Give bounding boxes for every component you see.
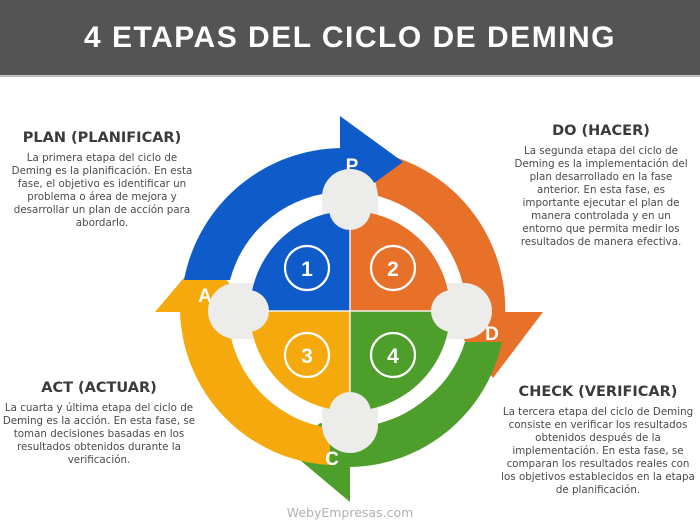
page-title: 4 ETAPAS DEL CICLO DE DEMING: [83, 20, 617, 54]
connectors: [208, 169, 492, 453]
quadrant-3: [250, 311, 350, 411]
letter-a: A: [198, 286, 212, 307]
act-description: La cuarta y última etapa del ciclo de De…: [2, 402, 196, 466]
letter-c: C: [325, 449, 339, 470]
quadrants: [250, 211, 450, 411]
plan-title: PLAN (PLANIFICAR): [22, 130, 182, 146]
plan-block: PLAN (PLANIFICAR) La primera etapa del c…: [8, 130, 196, 230]
number-4: 4: [387, 345, 399, 368]
number-1: 1: [301, 258, 313, 281]
do-block: DO (HACER) La segunda etapa del ciclo de…: [510, 123, 692, 249]
act-block: ACT (ACTUAR) La cuarta y última etapa de…: [2, 380, 196, 467]
check-description: La tercera etapa del ciclo de Deming con…: [501, 406, 695, 496]
act-title: ACT (ACTUAR): [41, 380, 157, 396]
do-description: La segunda etapa del ciclo de Deming es …: [514, 145, 688, 248]
check-block: CHECK (VERIFICAR) La tercera etapa del c…: [500, 384, 696, 497]
quadrant-4: [350, 311, 450, 411]
letter-d: D: [485, 324, 499, 345]
quadrant-2: [350, 211, 450, 311]
plan-description: La primera etapa del ciclo de Deming es …: [11, 152, 193, 229]
title-banner: 4 ETAPAS DEL CICLO DE DEMING: [0, 0, 700, 77]
number-2: 2: [387, 258, 399, 281]
source-credit: WebyEmpresas.com: [286, 505, 414, 520]
check-title: CHECK (VERIFICAR): [518, 384, 678, 400]
do-title: DO (HACER): [552, 123, 650, 139]
quadrant-1: [250, 211, 350, 311]
number-3: 3: [301, 345, 313, 368]
